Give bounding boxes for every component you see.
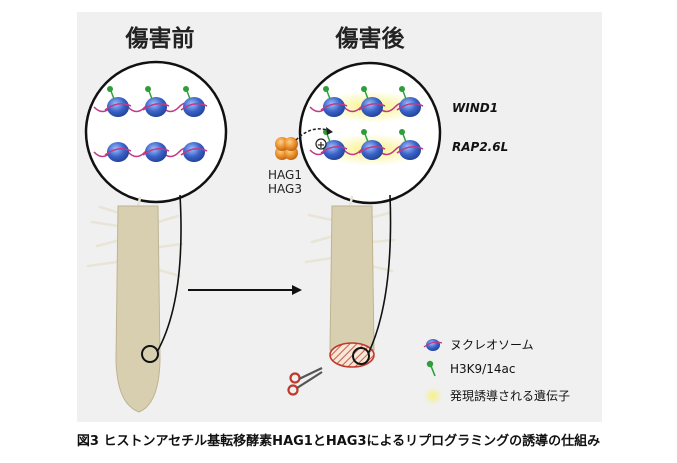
- wound-site: [329, 342, 375, 368]
- nucleosome: [107, 142, 129, 162]
- dna-wrap: [104, 147, 132, 156]
- dna-wrap: [142, 102, 170, 111]
- nucleosome: [145, 97, 167, 117]
- acetyl-mark-stem: [326, 90, 331, 100]
- chromatin-strand-before-top: [93, 86, 208, 117]
- nucleosome: [399, 140, 421, 160]
- nucleosome: [361, 140, 383, 160]
- chromatin-after: [309, 86, 424, 166]
- arrow-right-icon: [188, 285, 302, 295]
- enzyme-label-hag3: HAG3: [268, 182, 302, 196]
- dna-wrap: [180, 147, 208, 156]
- legend-h3k9ac-label: H3K9/14ac: [450, 362, 515, 376]
- plus-marker: [315, 138, 327, 150]
- legend-nucleosome-label: ヌクレオソーム: [450, 338, 534, 352]
- legend-induced-expression-label: 発現誘導される遺伝子: [450, 388, 570, 403]
- legend-nucleosome-icon: [423, 339, 443, 351]
- h3k9ac-mark: [107, 86, 113, 92]
- dna-wrap: [104, 102, 132, 111]
- h3k9ac-mark: [399, 129, 405, 135]
- enzyme-label-hag1: HAG1: [268, 168, 302, 182]
- h3k9ac-mark: [145, 86, 151, 92]
- h3k9ac-mark: [323, 86, 329, 92]
- acetyl-mark-stem: [402, 90, 407, 100]
- chromatin-strand-after-wind1: [309, 86, 424, 123]
- dna-wrap: [320, 145, 348, 154]
- zoom-connector-after: [367, 194, 392, 355]
- nucleosome: [399, 97, 421, 117]
- dna-wrap: [142, 147, 170, 156]
- legend-glow-icon: [424, 387, 442, 405]
- acetyl-mark-stem: [148, 90, 153, 100]
- after-wound-title: 傷害後: [335, 25, 406, 52]
- nucleosome: [107, 97, 129, 117]
- dna-wrap: [320, 102, 348, 111]
- h3k9ac-mark: [399, 86, 405, 92]
- root-after-focus-circle: [352, 347, 370, 365]
- plus-sign: +: [317, 140, 325, 151]
- zoom-circle-before: [84, 60, 228, 204]
- zoom-circle-after: [298, 61, 442, 205]
- acetyl-mark-stem: [402, 133, 407, 143]
- chromatin-strand-before-bottom: [93, 142, 208, 162]
- gene-label-wind1: WIND1: [452, 101, 498, 115]
- legend-acetyl-mark-icon: [426, 360, 436, 377]
- dna-wrap: [396, 145, 424, 154]
- scissors-icon: [287, 367, 323, 396]
- acetyl-mark-stem: [110, 90, 115, 100]
- nucleosome: [361, 97, 383, 117]
- acetyl-mark-stem: [326, 133, 331, 143]
- nucleosome: [323, 140, 345, 160]
- dna-wrap: [358, 145, 386, 154]
- legend: ヌクレオソーム H3K9/14ac 発現誘導される遺伝子: [423, 338, 570, 405]
- dna-wrap: [396, 102, 424, 111]
- h3k9ac-mark: [183, 86, 189, 92]
- figure-caption: 図3 ヒストンアセチル基転移酵素HAG1とHAG3によるリプログラミングの誘導の…: [76, 434, 601, 449]
- enzyme-action-arrowhead: [326, 127, 333, 135]
- before-wound-title: 傷害前: [125, 25, 195, 52]
- dna-wrap: [358, 102, 386, 111]
- dna-wrap: [180, 102, 208, 111]
- chromatin-before: [93, 86, 208, 162]
- root-before-focus-circle: [141, 345, 159, 363]
- h3k9ac-mark: [361, 129, 367, 135]
- hag-enzyme-icon: [275, 137, 298, 160]
- gene-label-rap26l: RAP2.6L: [452, 140, 508, 154]
- zoom-connector-before: [156, 194, 182, 353]
- acetyl-mark-stem: [364, 133, 369, 143]
- h3k9ac-mark: [361, 86, 367, 92]
- root-after: [304, 195, 396, 351]
- nucleosome: [145, 142, 167, 162]
- chromatin-strand-after-rap26l: [309, 129, 424, 166]
- acetyl-mark-stem: [186, 90, 191, 100]
- nucleosome: [323, 97, 345, 117]
- root-before: [86, 196, 184, 413]
- nucleosome: [183, 142, 205, 162]
- acetyl-mark-stem: [364, 90, 369, 100]
- nucleosome: [183, 97, 205, 117]
